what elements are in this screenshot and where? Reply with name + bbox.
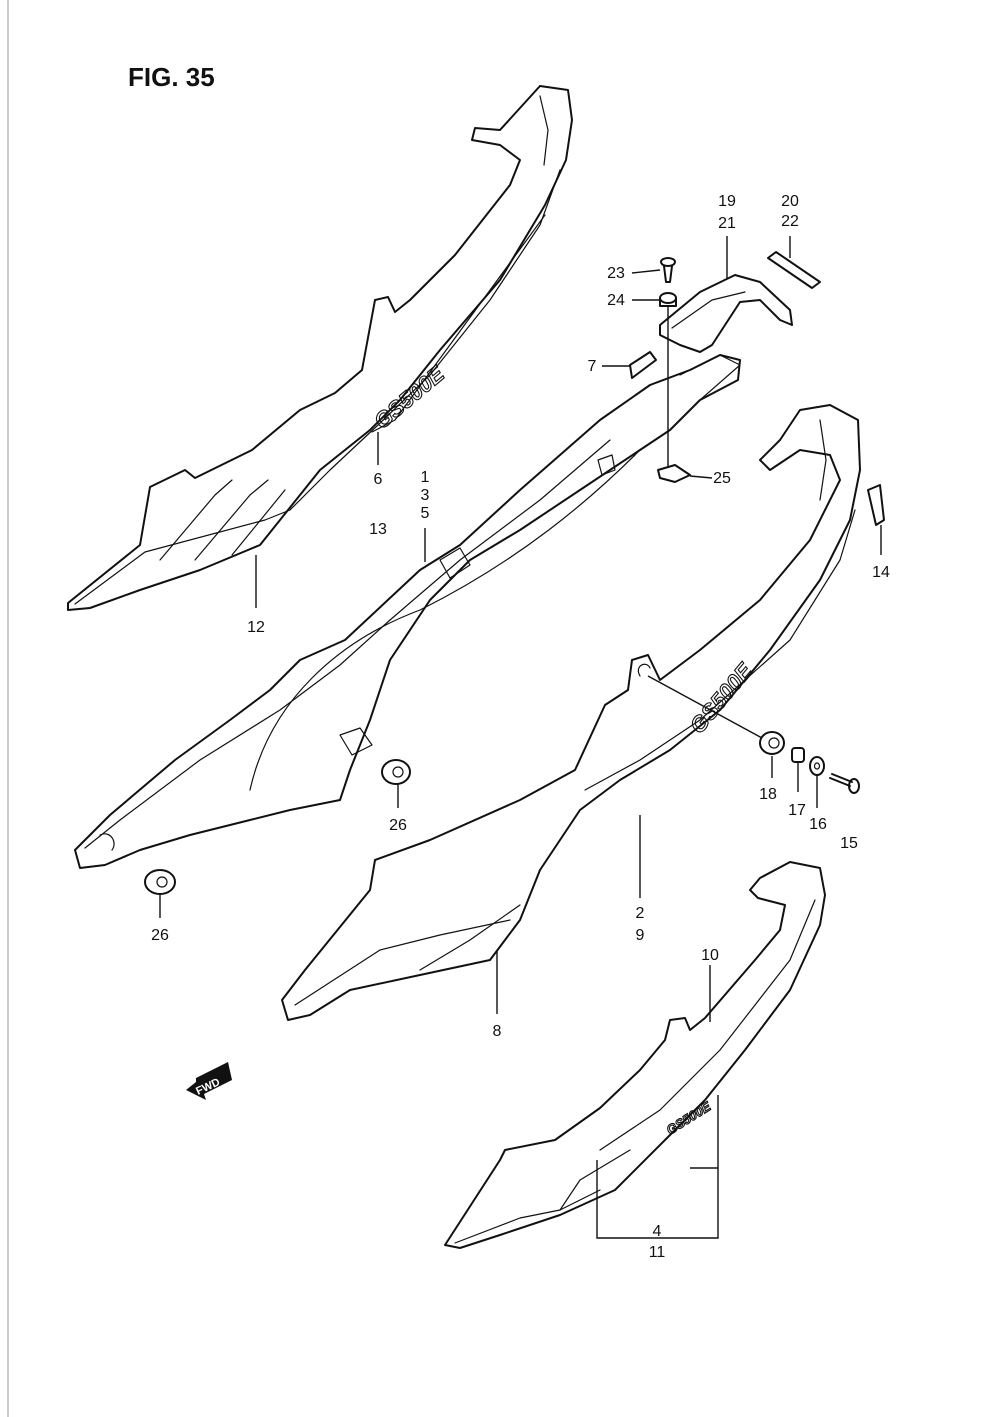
- clip-7: [629, 351, 657, 379]
- clip-14: [867, 484, 885, 526]
- callout-19: 19: [718, 193, 736, 210]
- grommet-18: [759, 731, 785, 755]
- emblem-badge: [767, 251, 821, 289]
- callout-labels: 1 3 5 6 13 12 19 21 20 22 23 24 7 25 14 …: [151, 193, 890, 1261]
- washer-16: [809, 756, 825, 776]
- grommet-26b: [144, 869, 176, 895]
- collar-17: [791, 747, 805, 763]
- model-logo-lower: GS500E: [664, 1099, 714, 1138]
- callout-20: 20: [781, 193, 799, 210]
- callout-14: 14: [872, 564, 890, 581]
- callout-25: 25: [713, 470, 731, 487]
- callout-22: 22: [781, 213, 799, 230]
- callout-15: 15: [840, 835, 858, 852]
- callout-8: 8: [493, 1023, 502, 1040]
- callout-5: 5: [421, 505, 430, 522]
- frame-cover-center: [74, 354, 741, 869]
- callout-17: 17: [788, 802, 806, 819]
- model-logo-upper: GS500E: [369, 360, 450, 433]
- callout-18: 18: [759, 786, 777, 803]
- callout-13: 13: [369, 521, 387, 538]
- callout-11: 11: [649, 1244, 666, 1261]
- grommet-26a: [381, 759, 411, 785]
- callout-1: 1: [421, 469, 430, 486]
- callout-4: 4: [653, 1223, 662, 1240]
- callout-12: 12: [247, 619, 265, 636]
- forward-arrow-icon: FWD: [186, 1062, 232, 1100]
- callout-24: 24: [607, 292, 625, 309]
- frame-cover-upper: GS500E: [67, 85, 573, 611]
- bolt-15: [829, 773, 860, 794]
- frame-cover-right: GS500E: [281, 404, 861, 1021]
- callout-16: 16: [809, 816, 827, 833]
- leader-lines: [159, 236, 882, 1239]
- callout-6: 6: [374, 471, 383, 488]
- callout-7: 7: [588, 358, 597, 375]
- callout-26-a: 26: [389, 817, 407, 834]
- callout-2: 2: [636, 905, 645, 922]
- screw-23: [660, 257, 676, 283]
- callout-26-b: 26: [151, 927, 169, 944]
- nut-24: [659, 292, 677, 307]
- callout-21: 21: [718, 215, 736, 232]
- callout-3: 3: [421, 487, 430, 504]
- assembly-axis-line: [647, 675, 763, 739]
- callout-10: 10: [701, 947, 719, 964]
- rear-bracket: [659, 274, 793, 353]
- figure-title: FIG. 35: [128, 62, 215, 92]
- model-logo-right: GS500E: [685, 657, 758, 738]
- callout-23: 23: [607, 265, 625, 282]
- callout-9: 9: [636, 927, 645, 944]
- nut-25: [657, 464, 691, 483]
